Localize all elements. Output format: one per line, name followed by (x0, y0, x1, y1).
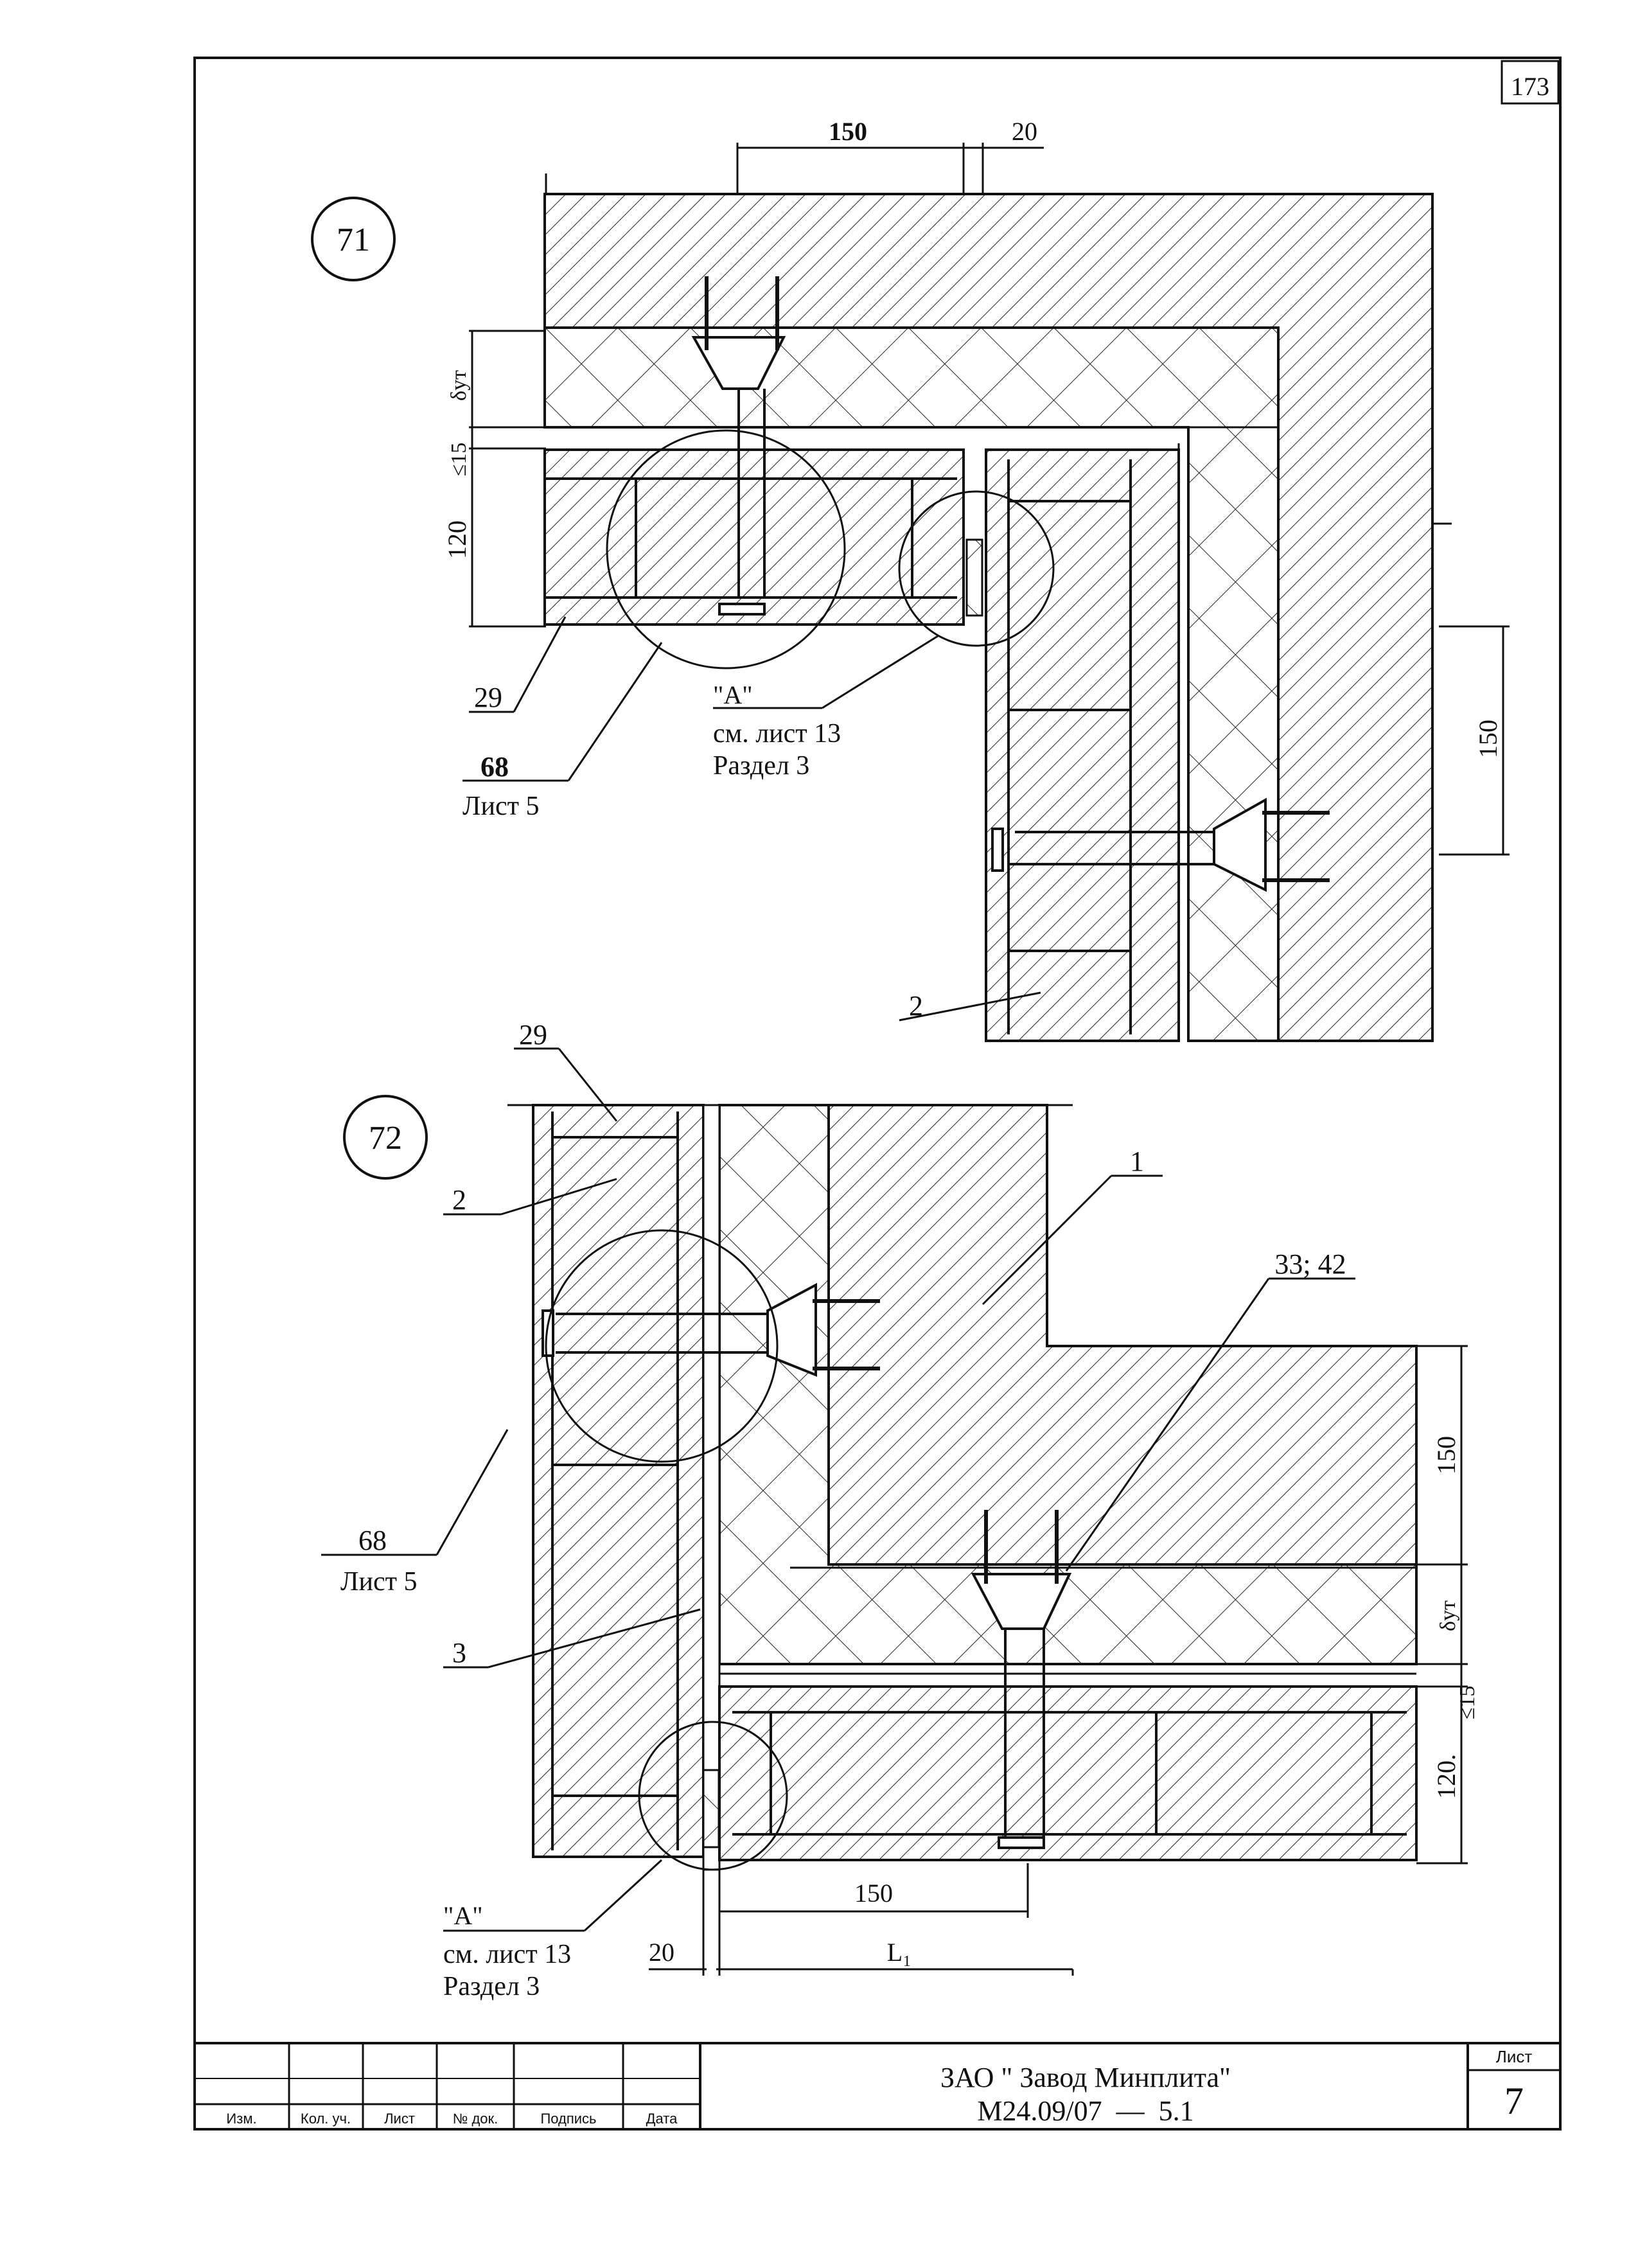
anchor-side-71 (991, 797, 1330, 892)
dim-71-top-20: 20 (1012, 117, 1037, 146)
callout-72-1: 1 (1130, 1146, 1144, 1177)
sheet-number: 7 (1504, 2080, 1524, 2122)
zoom-circle-71a (606, 429, 846, 669)
callout-71-68-sheet: Лист 5 (462, 792, 539, 821)
stamp-header-podpis: Подпись (540, 2111, 596, 2127)
title-block (195, 2042, 1560, 2129)
sheet-label: Лист (1496, 2047, 1533, 2066)
dim-71-le15: ≤15 (447, 443, 471, 477)
stamp-header-izm: Изм. (226, 2111, 256, 2127)
callout-72-a-section: Раздел 3 (443, 1972, 540, 2001)
callout-71-a-section: Раздел 3 (713, 751, 809, 781)
title-block-headers: Изм. Кол. уч. Лист № док. Подпись Дата (226, 2111, 678, 2127)
sheet-frame (193, 57, 1562, 2131)
stamp-header-list: Лист (384, 2111, 415, 2127)
stamp-header-kol-uch: Кол. уч. (301, 2111, 351, 2127)
dimensions-71 (469, 143, 1510, 856)
panel-vertical-71 (985, 448, 1180, 1042)
anchor-top-71 (691, 276, 786, 616)
callout-72-a-ref: см. лист 13 (443, 1940, 571, 1969)
callout-72-68: 68 (358, 1525, 387, 1556)
zoom-circle-72a (545, 1229, 779, 1463)
dim-72-right-150: 150 (1432, 1436, 1461, 1475)
corner-number-box: 173 (1501, 60, 1560, 105)
detail-71-number: 71 (337, 222, 370, 258)
panel-horizontal-72 (718, 1685, 1418, 1861)
seal-72 (702, 1769, 720, 1848)
zoom-circle-72b (638, 1721, 788, 1871)
rebar-72 (551, 1112, 1407, 1850)
dim-72-L1: L₁ (887, 1938, 911, 1967)
anchor-side-72 (542, 1282, 880, 1377)
callout-72-3: 3 (452, 1637, 466, 1669)
callout-71-2: 2 (909, 990, 923, 1022)
callout-72-33-42: 33; 42 (1274, 1248, 1346, 1280)
callout-72-68-sheet: Лист 5 (340, 1567, 417, 1597)
seal-71 (965, 538, 983, 617)
dimensions-72 (507, 1104, 1468, 1976)
dim-72-d-ut: δут (1436, 1600, 1460, 1631)
detail-71-marker: 71 (311, 197, 396, 281)
dim-72-bottom-150: 150 (854, 1879, 893, 1908)
detail-72-number: 72 (369, 1120, 402, 1156)
detail-72-marker: 72 (343, 1095, 428, 1180)
detail-72: 72 (321, 1019, 1479, 2001)
company-name: ЗАО " Завод Минплита" (940, 2062, 1231, 2093)
callout-72-29: 29 (519, 1019, 547, 1050)
callout-71-68: 68 (480, 751, 509, 783)
stamp-header-data: Дата (646, 2111, 678, 2127)
stamp-header-no-dok: № док. (453, 2111, 498, 2127)
dim-72-bottom-20: 20 (649, 1938, 674, 1967)
dim-71-top-150: 150 (829, 117, 867, 146)
leaders-72 (321, 1047, 1355, 1932)
corner-number: 173 (1511, 72, 1549, 101)
dim-72-h120: 120. (1432, 1754, 1461, 1799)
callout-71-a-ref: см. лист 13 (713, 719, 841, 749)
callout-71-a-mark: "А" (713, 680, 753, 709)
anchor-bottom-72 (971, 1510, 1072, 1849)
dim-71-d-ut: δут (447, 370, 471, 401)
zoom-circle-71b (898, 490, 1055, 647)
leaders-71 (462, 616, 1041, 1022)
detail-71: 71 (311, 117, 1510, 1042)
callout-72-2: 2 (452, 1184, 466, 1216)
dim-72-le15: ≤15 (1456, 1686, 1479, 1720)
dim-71-right-150: 150 (1474, 720, 1502, 758)
document-code: М24.09/07 — 5.1 (977, 2095, 1193, 2127)
callout-72-a-mark: "А" (443, 1901, 483, 1930)
dim-71-h120: 120 (443, 520, 471, 559)
callout-71-29: 29 (474, 682, 502, 713)
